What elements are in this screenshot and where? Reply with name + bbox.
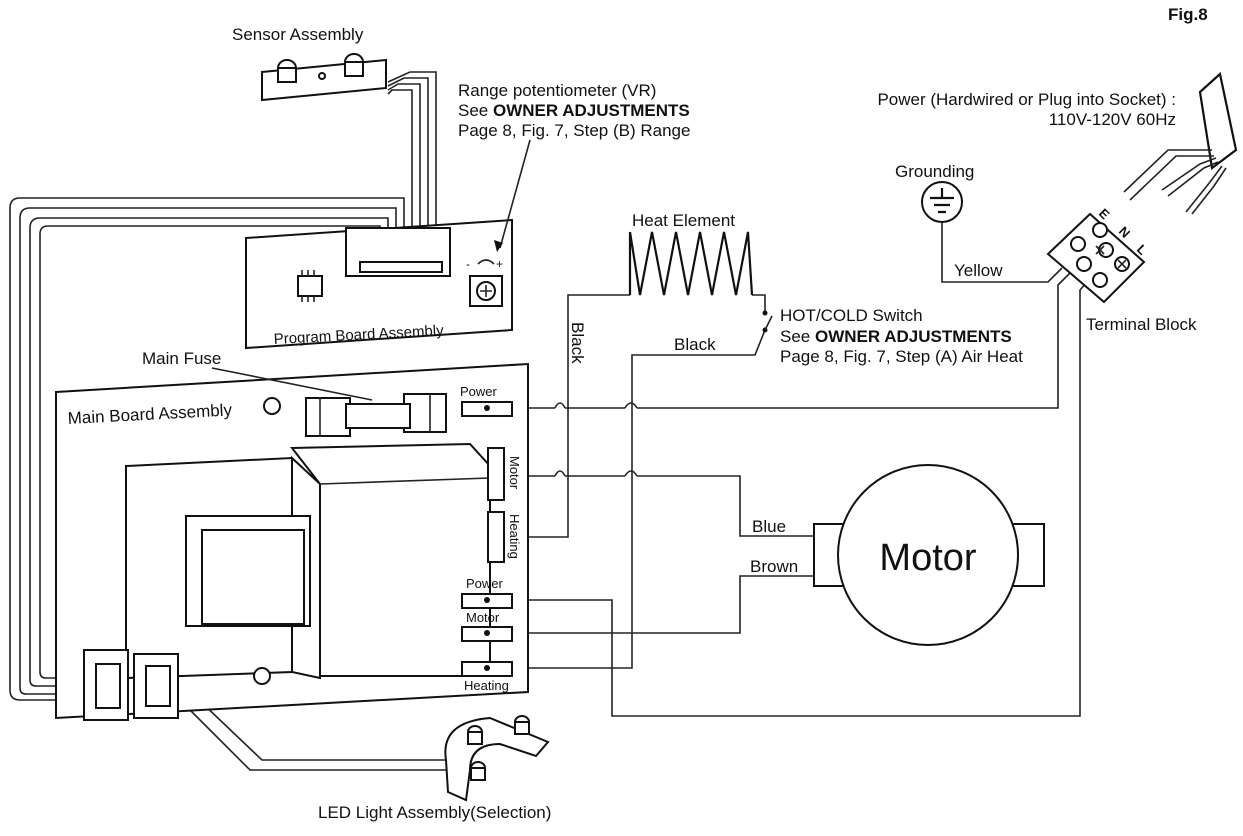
hotcold-line1: HOT/COLD Switch	[780, 306, 923, 325]
power-line1: Power (Hardwired or Plug into Socket) :	[877, 90, 1176, 109]
hotcold-owner: OWNER ADJUSTMENTS	[815, 327, 1012, 346]
tab-heating-side-label: Heating	[507, 514, 522, 559]
range-pot-arrow	[494, 240, 503, 252]
sensor-assembly-label: Sensor Assembly	[232, 25, 364, 44]
terminal-block	[1046, 212, 1146, 304]
led-light-assembly	[444, 715, 550, 802]
power-line2: 110V-120V 60Hz	[1049, 110, 1176, 129]
fuse-icon	[305, 393, 447, 437]
tab-power-top-label: Power	[460, 384, 498, 399]
blue-wire-label: Blue	[752, 517, 786, 536]
led-light-label: LED Light Assembly(Selection)	[318, 803, 551, 822]
yellow-wire-label: Yellow	[954, 261, 1003, 280]
range-pot-line1: Range potentiometer (VR)	[458, 81, 656, 100]
potentiometer-icon: - +	[466, 257, 503, 307]
motor-label: Motor	[879, 537, 976, 579]
tab-power-low-label: Power	[466, 576, 504, 591]
main-fuse-label: Main Fuse	[142, 349, 221, 368]
terminal-letter-e: E	[1096, 206, 1113, 223]
range-pot-line3: Page 8, Fig. 7, Step (B) Range	[458, 121, 690, 140]
range-pot-owner: OWNER ADJUSTMENTS	[493, 101, 690, 120]
ic-chip-icon	[297, 270, 323, 302]
tab-motor-side-label: Motor	[507, 456, 522, 490]
hotcold-switch	[762, 310, 773, 333]
power-cord	[1123, 71, 1238, 215]
sensor-assembly	[261, 53, 387, 102]
svg-text:+: +	[496, 257, 503, 271]
heat-element-label: Heat Element	[632, 211, 735, 230]
svg-text:-: -	[466, 257, 470, 271]
black-wire-vertical-label: Black	[568, 322, 587, 364]
hotcold-line3: Page 8, Fig. 7, Step (A) Air Heat	[780, 347, 1023, 366]
hotcold-see: See	[780, 327, 810, 346]
heat-element	[628, 231, 754, 296]
range-pot-leader	[499, 139, 531, 249]
main-board	[55, 362, 529, 721]
program-board: - +	[245, 218, 513, 350]
motor-icon	[813, 464, 1045, 646]
range-pot-line2: See OWNER ADJUSTMENTS	[458, 101, 690, 120]
range-pot-see: See	[458, 101, 488, 120]
figure-label: Fig.8	[1168, 5, 1208, 24]
tab-motor-low-label: Motor	[466, 610, 500, 625]
grounding-label: Grounding	[895, 162, 974, 181]
terminal-block-label: Terminal Block	[1086, 315, 1197, 334]
black-wire-horizontal-label: Black	[674, 335, 716, 354]
board-tabs	[461, 401, 513, 677]
tab-heating-low-label: Heating	[464, 678, 509, 693]
ground-symbol-icon	[921, 181, 963, 223]
main-fuse-leader	[211, 367, 373, 401]
hotcold-line2: See OWNER ADJUSTMENTS	[780, 327, 1012, 346]
brown-wire-label: Brown	[750, 557, 798, 576]
